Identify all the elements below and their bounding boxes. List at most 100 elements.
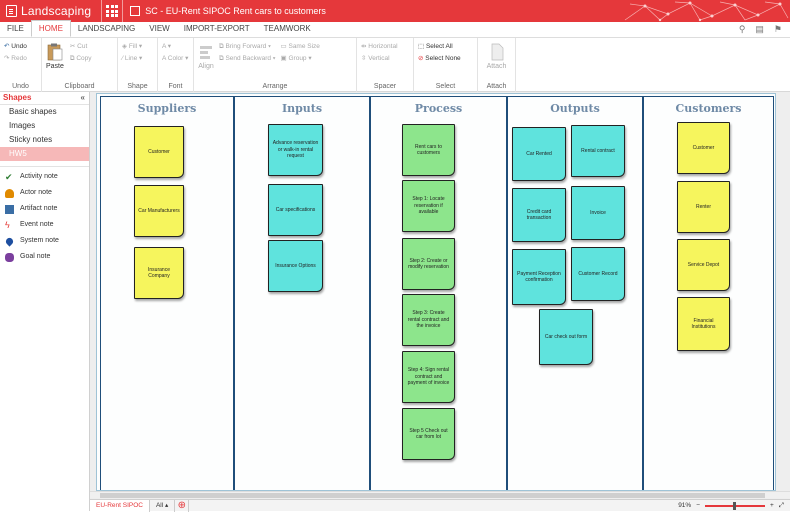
person-icon (5, 188, 14, 198)
category-basic-shapes[interactable]: Basic shapes (9, 107, 57, 116)
shape-artifact-note[interactable]: Artifact note (0, 201, 89, 217)
vertical-spacer-icon: ⇳ (361, 55, 369, 62)
sticky-note[interactable]: Step 2: Create or modify reservation (402, 238, 455, 290)
select-none-button[interactable]: ⊘ Select None (418, 55, 461, 62)
lane-title-outputs: Outputs (550, 102, 600, 115)
app-logo-icon (6, 5, 17, 17)
flag-icon[interactable]: ⚑ (773, 23, 782, 34)
zoom-level: 91% (678, 502, 692, 509)
undo-group: ↶ Undo ↷ Redo Undo (0, 38, 42, 92)
hierarchy-icon[interactable]: ⚲ (738, 23, 746, 34)
tab-home[interactable]: HOME (30, 20, 71, 37)
sticky-note[interactable]: Step 3: Create rental contract and the i… (402, 294, 455, 346)
zoom-in-icon[interactable]: + (770, 502, 774, 509)
shape-activity-note[interactable]: ✔Activity note (5, 171, 58, 182)
sticky-note[interactable]: Advance reservation or walk-in rental re… (268, 124, 323, 176)
add-page-icon[interactable]: ⊕ (175, 499, 190, 512)
sticky-note[interactable]: Step 5 Check out car from lot (402, 408, 455, 460)
sticky-note[interactable]: Service Depot (677, 239, 730, 291)
category-hw5[interactable]: HW5 (0, 147, 89, 161)
select-none-icon: ⊘ (418, 55, 426, 62)
tab-view[interactable]: VIEW (149, 24, 170, 33)
sticky-note[interactable]: Customer (134, 126, 184, 178)
sticky-note[interactable]: Rent cars to customers (402, 124, 455, 176)
lane-inputs: Inputs Advance reservation or walk-in re… (234, 96, 370, 490)
shapes-panel: Shapes « Basic shapes Images Sticky note… (0, 92, 90, 511)
sticky-note[interactable]: Customer Record (571, 247, 625, 301)
scrollbar-thumb[interactable] (100, 493, 765, 498)
shape-group: ◈ Fill ▾ ∕ Line ▾ Shape (118, 38, 158, 92)
diagram-canvas[interactable]: Suppliers Customer Car Manufacturers Ins… (90, 92, 790, 499)
same-size-button[interactable]: ▭ Same Size (280, 43, 320, 50)
fill-icon: ◈ (122, 43, 129, 50)
sticky-note[interactable]: Insurance Options (268, 240, 323, 292)
print-icon[interactable]: ▤ (755, 23, 764, 34)
shape-actor-note[interactable]: Actor note (0, 185, 89, 201)
redo-button[interactable]: ↷ Redo (4, 55, 27, 62)
location-pin-icon (4, 235, 15, 247)
sticky-note[interactable]: Car Rented (512, 127, 566, 181)
paste-button[interactable]: Paste (46, 43, 64, 92)
shape-system-note[interactable]: System note (0, 233, 89, 249)
vertical-spacer-button[interactable]: ⇳ Vertical (361, 55, 390, 62)
align-button[interactable]: Align (198, 43, 214, 92)
tab-import-export[interactable]: IMPORT-EXPORT (183, 24, 250, 33)
document-icon (5, 204, 14, 214)
category-sticky-notes[interactable]: Sticky notes (9, 135, 53, 144)
zoom-slider[interactable] (705, 501, 765, 510)
cut-button[interactable]: ✂ Cut (69, 43, 88, 50)
sticky-note[interactable]: Financial Institutions (677, 297, 730, 351)
all-pages-button[interactable]: All ▴ (150, 499, 176, 512)
sticky-note[interactable]: Insurance Company (134, 247, 184, 299)
send-backward-icon: ⧉ (219, 55, 226, 62)
attach-button[interactable]: Attach (482, 43, 511, 70)
sticky-note[interactable]: Car Manufacturers (134, 185, 184, 237)
send-backward-button[interactable]: ⧉ Send Backward ▾ (219, 55, 276, 62)
sticky-note[interactable]: Car specifications (268, 184, 323, 236)
horizontal-scrollbar[interactable] (90, 491, 790, 498)
undo-button[interactable]: ↶ Undo (4, 43, 27, 50)
shape-group-label: Shape (127, 83, 148, 90)
sticky-note[interactable]: Car check out form (539, 309, 593, 365)
group-button[interactable]: ▣ Group ▾ (280, 55, 312, 62)
line-button[interactable]: ∕ Line ▾ (122, 55, 143, 62)
tab-file[interactable]: FILE (7, 24, 24, 33)
collapse-panel-icon[interactable]: « (80, 93, 85, 102)
sticky-note[interactable]: Step 4: Sign rental contract and payment… (402, 351, 455, 403)
align-icon (200, 46, 212, 59)
spacer-group-label: Spacer (373, 83, 397, 90)
lane-title-process: Process (414, 102, 463, 115)
horizontal-spacer-icon: ⇹ (361, 43, 369, 50)
clipboard-group: Paste ✂ Cut ⧉ Copy Clipboard (42, 38, 118, 92)
shapes-header: Shapes « (0, 92, 89, 105)
fill-button[interactable]: ◈ Fill ▾ (122, 43, 143, 50)
category-images[interactable]: Images (9, 121, 36, 130)
sticky-note[interactable]: Credit card transaction (512, 188, 566, 242)
sticky-note[interactable]: Step 1: Locate reservation if available (402, 180, 455, 232)
font-color-button[interactable]: A Color ▾ (162, 55, 189, 62)
tab-teamwork[interactable]: TEAMWORK (263, 24, 311, 33)
sticky-note[interactable]: Customer (677, 122, 730, 174)
sticky-note[interactable]: Invoice (571, 186, 625, 240)
attach-icon (491, 43, 503, 61)
page-tab[interactable]: EU-Rent SIPOC (90, 499, 150, 512)
copy-button[interactable]: ⧉ Copy (69, 55, 92, 62)
apps-grid-icon[interactable] (101, 0, 124, 22)
people-icon (5, 252, 14, 262)
sticky-note[interactable]: Rental contract (571, 125, 625, 177)
font-size-button[interactable]: A ▾ (162, 43, 172, 50)
shape-goal-note[interactable]: Goal note (0, 249, 89, 265)
sticky-note[interactable]: Renter (677, 181, 730, 233)
horizontal-spacer-button[interactable]: ⇹ Horizontal (361, 43, 398, 50)
lane-customers: Customers Customer Renter Service Depot … (643, 96, 774, 490)
tab-landscaping[interactable]: LANDSCAPING (77, 24, 136, 33)
save-icon[interactable] (130, 6, 141, 16)
arrange-group-label: Arrange (262, 83, 288, 90)
sticky-note[interactable]: Payment Reception confirmation (512, 249, 566, 305)
attach-group: Attach Attach (478, 38, 516, 92)
fit-page-icon[interactable]: ⤢ (778, 501, 784, 509)
bring-forward-button[interactable]: ⧉ Bring Forward ▾ (219, 43, 271, 50)
select-all-button[interactable]: ⬚ Select All (418, 43, 453, 50)
zoom-out-icon[interactable]: − (696, 502, 700, 509)
